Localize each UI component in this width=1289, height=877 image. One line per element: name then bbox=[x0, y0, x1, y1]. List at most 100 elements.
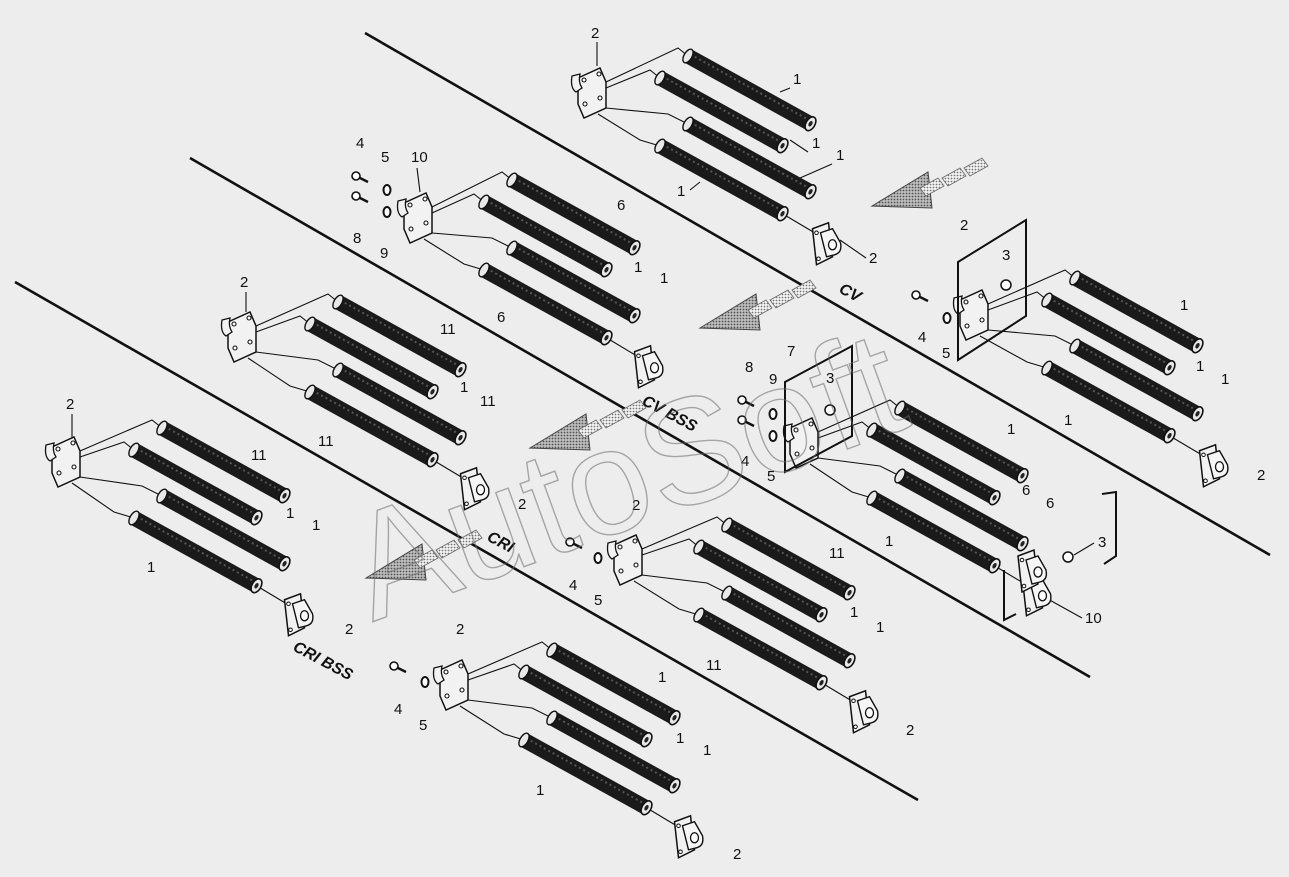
plate-hole bbox=[597, 95, 603, 101]
lug-hole bbox=[1037, 590, 1048, 602]
plate-hole bbox=[408, 226, 414, 232]
screw bbox=[565, 537, 583, 550]
parts-group bbox=[44, 48, 1229, 859]
leader-line bbox=[597, 113, 661, 147]
roller-end-hole bbox=[604, 335, 609, 341]
roller-end-hole bbox=[430, 457, 435, 463]
washer bbox=[420, 676, 430, 688]
roller-body bbox=[695, 540, 826, 622]
roller-end-cap bbox=[654, 138, 666, 154]
callout-label-4: 4 bbox=[741, 453, 749, 470]
screw bbox=[351, 171, 369, 184]
nut bbox=[1062, 551, 1074, 563]
callout-label-5: 5 bbox=[419, 717, 427, 734]
callout-label-1: 1 bbox=[836, 147, 844, 164]
roller-end-hole bbox=[847, 658, 852, 664]
callout-label-1: 1 bbox=[286, 505, 294, 522]
direction-arrow bbox=[528, 399, 647, 451]
roller bbox=[1041, 292, 1176, 376]
leader-line bbox=[467, 663, 525, 681]
callout-label-2: 2 bbox=[632, 497, 640, 514]
roller-end-cap bbox=[332, 362, 344, 378]
callout-label-11: 11 bbox=[480, 393, 496, 410]
roller bbox=[304, 384, 439, 468]
roller bbox=[546, 642, 681, 726]
roller-texture bbox=[657, 73, 781, 143]
leader-line bbox=[606, 337, 637, 357]
roller bbox=[693, 607, 828, 691]
callout-label-1: 1 bbox=[634, 259, 642, 276]
roller-body bbox=[306, 317, 437, 399]
plate-hole bbox=[814, 230, 819, 236]
screw-head bbox=[737, 395, 747, 405]
arrow-tile bbox=[941, 167, 967, 187]
plate-hole bbox=[978, 293, 984, 299]
roller-body bbox=[520, 733, 651, 815]
divider-line bbox=[189, 156, 1091, 679]
plate-hole bbox=[676, 823, 681, 829]
arrow-tile bbox=[963, 157, 989, 177]
leader-line bbox=[987, 329, 1076, 347]
plate-hole bbox=[793, 427, 799, 433]
plate-hole bbox=[1026, 607, 1031, 613]
roller-end-cap bbox=[866, 490, 878, 506]
roller-texture bbox=[696, 610, 820, 680]
plate-hole bbox=[582, 101, 588, 107]
roller-texture bbox=[685, 119, 809, 189]
screw bbox=[737, 415, 755, 428]
lug-hole bbox=[689, 832, 700, 844]
callout-label-10: 10 bbox=[1085, 610, 1102, 627]
roller-end-cap bbox=[894, 400, 906, 416]
callout-label-8: 8 bbox=[745, 359, 753, 376]
leader-line bbox=[646, 807, 677, 827]
roller-end-cap bbox=[693, 607, 705, 623]
end-bracket-plate bbox=[633, 344, 664, 389]
roller-end-hole bbox=[644, 737, 649, 743]
roller-end-cap bbox=[894, 468, 906, 484]
roller-body bbox=[130, 443, 261, 525]
plate-hole bbox=[1201, 452, 1206, 458]
roller-end-cap bbox=[866, 422, 878, 438]
roller-end-cap bbox=[156, 488, 168, 504]
roller-end-hole bbox=[1167, 365, 1172, 371]
plate-hole bbox=[979, 317, 985, 323]
arrow-tile bbox=[769, 289, 795, 309]
screw-head bbox=[565, 537, 575, 547]
leader-line bbox=[79, 441, 135, 458]
callout-label-1: 1 bbox=[1064, 412, 1072, 429]
roller bbox=[654, 70, 789, 154]
roller-end-cap bbox=[546, 642, 558, 658]
roller-end-cap bbox=[721, 585, 733, 601]
roller-body bbox=[548, 643, 679, 725]
roller bbox=[332, 294, 467, 378]
plate-hole bbox=[459, 687, 465, 693]
arrow-tile bbox=[435, 539, 461, 559]
callout-label-6: 6 bbox=[617, 197, 625, 214]
roller-body bbox=[334, 363, 465, 445]
roller-body bbox=[508, 241, 639, 323]
roller bbox=[156, 420, 291, 504]
roller-body bbox=[723, 518, 854, 600]
roller bbox=[721, 517, 856, 601]
leader-line bbox=[256, 585, 287, 605]
roller-texture bbox=[335, 297, 459, 367]
leader-line bbox=[605, 69, 661, 89]
roller-end-hole bbox=[430, 389, 435, 395]
roller-body bbox=[480, 263, 611, 345]
roller-body bbox=[306, 385, 437, 467]
callout-label-11: 11 bbox=[440, 321, 456, 338]
roller bbox=[682, 48, 817, 132]
callout-label-4: 4 bbox=[356, 135, 364, 152]
callout-label-4: 4 bbox=[394, 701, 402, 718]
leader-line bbox=[79, 419, 163, 452]
end-bracket-plate bbox=[283, 592, 314, 637]
bracket-plate bbox=[952, 289, 989, 341]
callout-label-2: 2 bbox=[66, 396, 74, 413]
plate-outline bbox=[403, 192, 433, 244]
plate-hole bbox=[288, 627, 293, 633]
callout-label-2: 2 bbox=[960, 217, 968, 234]
callout-label-10: 10 bbox=[411, 149, 428, 166]
roller bbox=[546, 710, 681, 794]
plate-hole bbox=[247, 339, 253, 345]
